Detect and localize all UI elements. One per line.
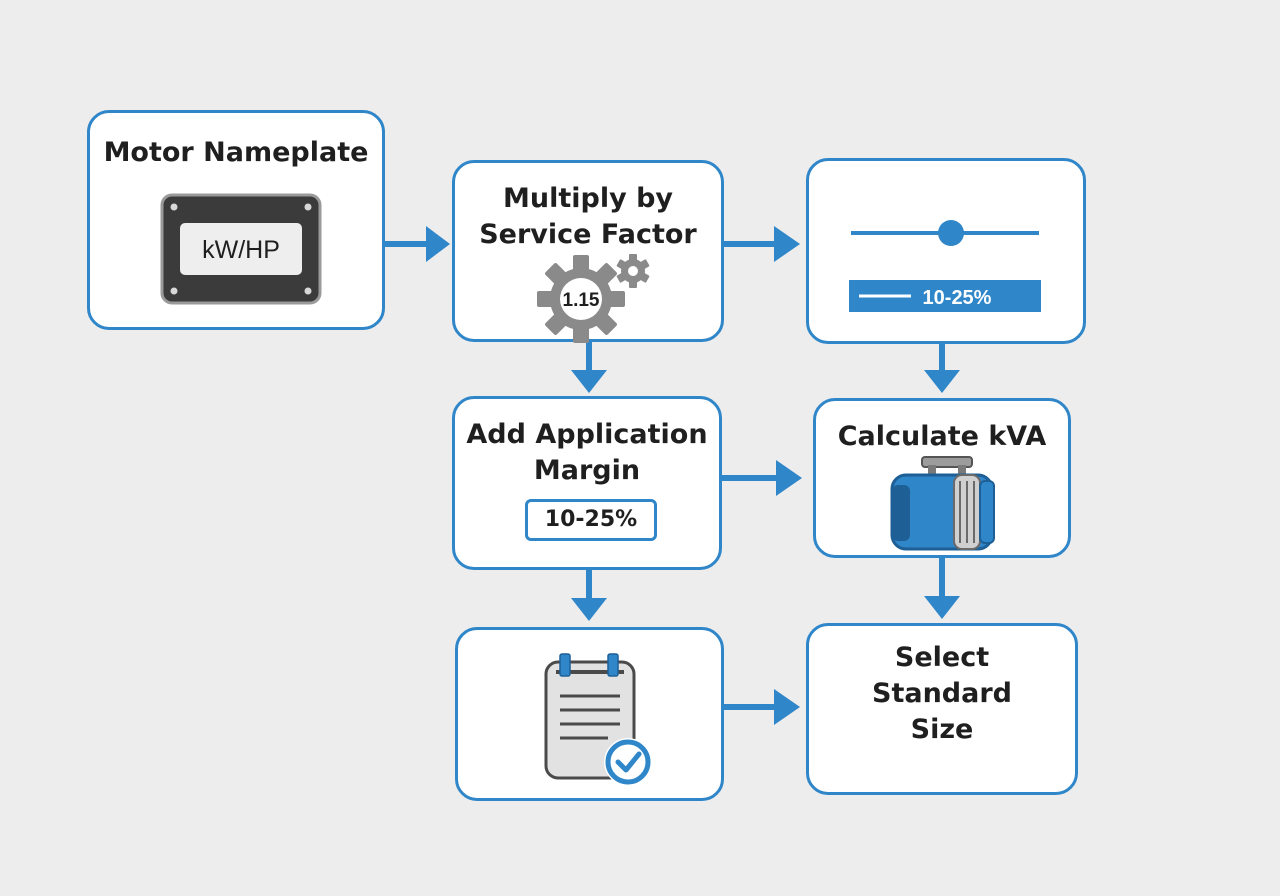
node-standard-size: Select Standard Size bbox=[806, 623, 1078, 795]
margin-badge-text: 10-25% bbox=[544, 507, 638, 532]
margin-badge: 10-25% bbox=[525, 499, 657, 541]
node-title-line1: Select bbox=[894, 642, 990, 673]
arrow-nameplate-to-service-factor bbox=[385, 226, 450, 262]
arrow-service-factor-to-margin bbox=[571, 342, 607, 393]
transformer-icon bbox=[890, 456, 995, 551]
range-label: 10-25% bbox=[923, 287, 992, 309]
gear-icon: 1.15 bbox=[537, 254, 650, 343]
gear-value: 1.15 bbox=[563, 290, 600, 311]
node-checklist bbox=[455, 627, 724, 801]
node-title-line1: Add Application bbox=[466, 419, 708, 450]
node-slider-range: 10-25% bbox=[806, 158, 1086, 344]
node-calculate-kva: Calculate kVA bbox=[813, 398, 1071, 558]
node-title-line2: Standard bbox=[872, 678, 1012, 709]
node-motor-nameplate: Motor Nameplate kW/HP bbox=[87, 110, 385, 330]
node-application-margin: Add Application Margin 10-25% bbox=[452, 396, 722, 570]
nameplate-icon: kW/HP bbox=[160, 193, 322, 305]
arrow-margin-to-checklist bbox=[571, 570, 607, 621]
node-title-line2: Margin bbox=[533, 455, 641, 486]
node-title: Calculate kVA bbox=[837, 421, 1047, 452]
slider-icon: 10-25% bbox=[849, 220, 1041, 312]
nameplate-text: kW/HP bbox=[202, 236, 280, 264]
node-title-line3: Size bbox=[910, 714, 974, 745]
node-title-line2: Service Factor bbox=[479, 219, 697, 250]
arrow-checklist-to-standard-size bbox=[724, 689, 800, 725]
arrow-slider-to-kva bbox=[924, 344, 960, 393]
arrow-kva-to-standard-size bbox=[924, 558, 960, 619]
arrow-service-factor-to-slider bbox=[724, 226, 800, 262]
arrow-margin-to-kva bbox=[722, 460, 802, 496]
node-title-line1: Multiply by bbox=[502, 183, 673, 214]
checklist-icon bbox=[544, 653, 652, 786]
node-service-factor: Multiply by Service Factor bbox=[452, 160, 724, 343]
node-title: Motor Nameplate bbox=[103, 137, 369, 168]
